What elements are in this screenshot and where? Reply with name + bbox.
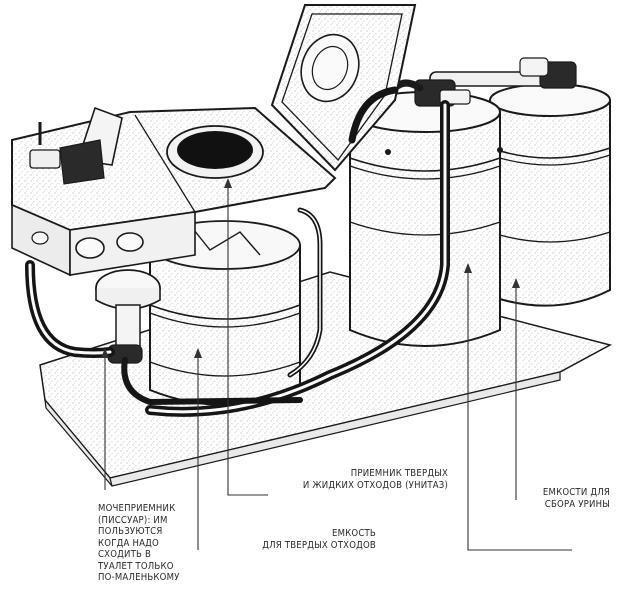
label-urinal-line1: МОЧЕПРИЕМНИК: [98, 503, 176, 514]
label-toilet-line2: И ЖИДКИХ ОТХОДОВ (УНИТАЗ): [302, 479, 448, 491]
toilet-seat-opening: [166, 125, 264, 179]
label-urinal-line6: ТУАЛЕТ ТОЛЬКО: [98, 560, 174, 572]
label-solid-tank: ЕМКОСТЬ ДЛЯ ТВЕРДЫХ ОТХОДОВ: [250, 528, 376, 551]
label-toilet: ПРИЕМНИК ТВЕРДЫХ И ЖИДКИХ ОТХОДОВ (УНИТА…: [270, 468, 448, 491]
leader-arrowheads: [101, 178, 520, 358]
toilet-lid: [270, 4, 417, 172]
urine-tank-right: [489, 83, 611, 307]
label-urine-tanks-line2: СБОРА УРИНЫ: [544, 498, 610, 510]
label-solid-tank-line2: ДЛЯ ТВЕРДЫХ ОТХОДОВ: [262, 539, 376, 551]
label-urinal-line3: ПОЛЬЗУЮТСЯ: [98, 526, 163, 537]
label-urine-tanks-line1: ЕМКОСТИ ДЛЯ: [542, 487, 610, 498]
label-toilet-line1: ПРИЕМНИК ТВЕРДЫХ: [350, 468, 448, 479]
label-urine-tanks: ЕМКОСТИ ДЛЯ СБОРА УРИНЫ: [522, 487, 610, 510]
leader-lines: [104, 185, 572, 551]
label-urinal-line4: КОГДА НАДО: [98, 537, 159, 549]
label-solid-tank-line1: ЕМКОСТЬ: [331, 528, 376, 539]
label-urinal-line5: СХОДИТЬ В: [98, 549, 152, 560]
label-urinal-line7: ПО-МАЛЕНЬКОМУ: [98, 572, 180, 583]
hoses: [25, 86, 450, 417]
urinal-funnel: [29, 106, 123, 185]
label-urinal-line2: (ПИССУАР): ИМ: [98, 514, 168, 526]
urine-receiver: [95, 269, 161, 364]
label-urinal: МОЧЕПРИЕМНИК (ПИССУАР): ИМ ПОЛЬЗУЮТСЯ КО…: [98, 503, 180, 584]
